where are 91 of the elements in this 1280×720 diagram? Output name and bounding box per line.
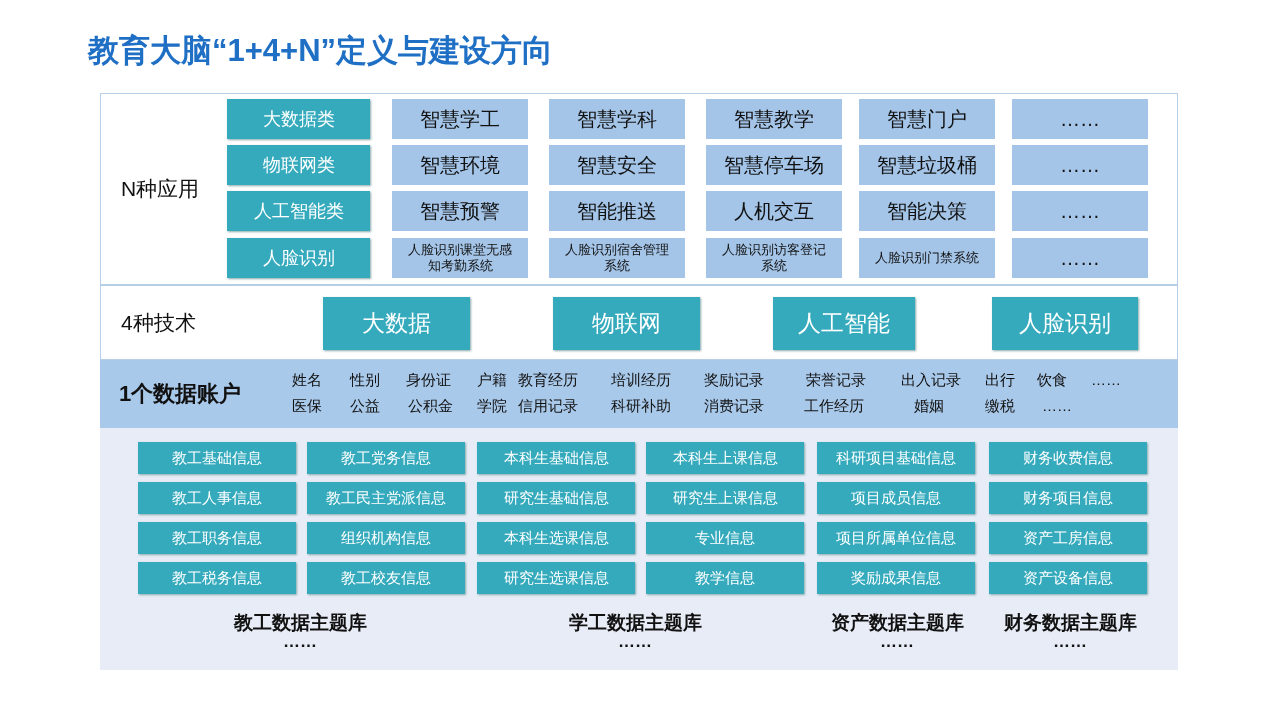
data-box: 财务项目信息	[989, 482, 1147, 514]
data-box: 组织机构信息	[307, 522, 465, 554]
application-box: 智慧垃圾桶	[859, 145, 995, 185]
data-box: 专业信息	[646, 522, 804, 554]
data-box: 研究生选课信息	[477, 562, 635, 594]
data-box: 项目所属单位信息	[817, 522, 975, 554]
data-box: 科研项目基础信息	[817, 442, 975, 474]
account-item: 学院	[477, 397, 507, 416]
account-item: 姓名	[292, 371, 322, 390]
account-item: 公积金	[407, 397, 453, 416]
data-box: 教工校友信息	[307, 562, 465, 594]
data-box: 教工税务信息	[138, 562, 296, 594]
ellipsis-text: ……	[1053, 632, 1087, 652]
account-item: 户籍	[477, 371, 507, 390]
technology-box: 物联网	[553, 297, 700, 350]
account-item: 饮食	[1037, 371, 1067, 390]
account-item: ……	[1042, 397, 1072, 414]
account-item: 工作经历	[804, 397, 864, 416]
application-box: 智能决策	[859, 191, 995, 231]
application-box: 智能推送	[549, 191, 685, 231]
technology-box: 人工智能	[773, 297, 915, 350]
application-box: 智慧停车场	[706, 145, 842, 185]
data-box: 教工民主党派信息	[307, 482, 465, 514]
account-item: 公益	[350, 397, 380, 416]
application-box: ……	[1012, 191, 1148, 231]
data-box: 教工人事信息	[138, 482, 296, 514]
category-box: 物联网类	[227, 145, 370, 185]
application-box: ……	[1012, 238, 1148, 278]
account-item: 消费记录	[704, 397, 764, 416]
application-box: 智慧学工	[392, 99, 528, 139]
data-box: 本科生上课信息	[646, 442, 804, 474]
data-box: 财务收费信息	[989, 442, 1147, 474]
ellipsis-text: ……	[283, 632, 317, 652]
data-box: 研究生基础信息	[477, 482, 635, 514]
data-box: 本科生基础信息	[477, 442, 635, 474]
account-item: 身份证	[405, 371, 451, 390]
layer-label: N种应用	[121, 176, 200, 202]
data-box: 教工职务信息	[138, 522, 296, 554]
category-box: 人脸识别	[227, 238, 370, 278]
application-box: 智慧安全	[549, 145, 685, 185]
data-box: 教工党务信息	[307, 442, 465, 474]
application-box: 智慧预警	[392, 191, 528, 231]
account-item: 性别	[350, 371, 380, 390]
layer-band	[100, 93, 1178, 285]
layer-label: 4种技术	[121, 309, 196, 336]
application-box: 人机交互	[706, 191, 842, 231]
account-item: 婚姻	[914, 397, 944, 416]
account-item: 医保	[292, 397, 322, 416]
account-item: ……	[1091, 371, 1121, 388]
account-item: 信用记录	[518, 397, 578, 416]
application-box: 人脸识别门禁系统	[859, 238, 995, 278]
layer-band	[100, 360, 1178, 428]
data-box: 研究生上课信息	[646, 482, 804, 514]
account-item: 科研补助	[611, 397, 671, 416]
account-item: 荣誉记录	[806, 371, 866, 390]
data-box: 教工基础信息	[138, 442, 296, 474]
ellipsis-text: ……	[618, 632, 652, 652]
data-box: 本科生选课信息	[477, 522, 635, 554]
category-box: 大数据类	[227, 99, 370, 139]
library-title: 学工数据主题库	[568, 611, 702, 635]
account-item: 奖励记录	[704, 371, 764, 390]
account-item: 缴税	[985, 397, 1015, 416]
data-box: 奖励成果信息	[817, 562, 975, 594]
account-item: 培训经历	[611, 371, 671, 390]
data-box: 资产工房信息	[989, 522, 1147, 554]
layer-band	[100, 285, 1178, 360]
application-box: 智慧门户	[859, 99, 995, 139]
application-box: ……	[1012, 99, 1148, 139]
application-box: 智慧学科	[549, 99, 685, 139]
layer-label: 1个数据账户	[119, 380, 242, 408]
application-box: 人脸识别访客登记系统	[706, 238, 842, 278]
account-item: 教育经历	[518, 371, 578, 390]
library-title: 资产数据主题库	[830, 611, 964, 635]
application-box: 智慧教学	[706, 99, 842, 139]
ellipsis-text: ……	[880, 632, 914, 652]
library-title: 教工数据主题库	[233, 611, 367, 635]
account-item: 出入记录	[901, 371, 961, 390]
category-box: 人工智能类	[227, 191, 370, 231]
application-box: 人脸识别宿舍管理系统	[549, 238, 685, 278]
data-box: 项目成员信息	[817, 482, 975, 514]
data-box: 教学信息	[646, 562, 804, 594]
library-title: 财务数据主题库	[1003, 611, 1137, 635]
technology-box: 人脸识别	[992, 297, 1138, 350]
layer-band	[100, 428, 1178, 670]
application-box: ……	[1012, 145, 1148, 185]
application-box: 智慧环境	[392, 145, 528, 185]
data-box: 资产设备信息	[989, 562, 1147, 594]
title: 教育大脑“1+4+N”定义与建设方向	[88, 32, 554, 70]
application-box: 人脸识别课堂无感知考勤系统	[392, 238, 528, 278]
technology-box: 大数据	[323, 297, 470, 350]
account-item: 出行	[985, 371, 1015, 390]
